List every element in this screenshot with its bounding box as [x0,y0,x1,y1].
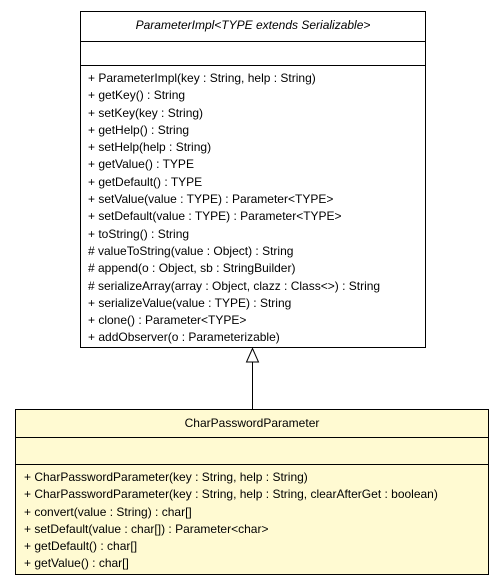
operation: + CharPasswordParameter(key : String, he… [24,470,308,484]
operation: # valueToString(value : Object) : String [88,243,294,258]
parameter-impl-class: ParameterImpl<TYPE extends Serializable>… [80,11,426,348]
operation: + setDefault(value : char[]) : Parameter… [24,521,269,536]
operation: + setHelp(help : String) [88,140,212,155]
operation: + setDefault(value : TYPE) : Parameter<T… [88,209,342,224]
char-password-parameter-class-name: CharPasswordParameter [184,416,320,430]
operation: + getHelp() : String [88,122,190,137]
operation: + getDefault() : TYPE [88,174,203,189]
operation: + setKey(key : String) [88,105,204,120]
char-password-parameter-class: CharPasswordParameter + CharPasswordPara… [15,409,489,575]
char-password-parameter-attributes-compartment [16,437,488,464]
operation: + getDefault() : char[] [24,539,138,554]
operation: + getValue() : char[] [24,556,129,571]
operation: + serializeValue(value : TYPE) : String [88,295,292,310]
parameter-impl-class-name: ParameterImpl<TYPE extends Serializable> [135,18,371,32]
operation: # serializeArray(array : Object, clazz :… [88,278,381,293]
operation: + getKey() : String [88,88,186,103]
operation: # append(o : Object, sb : StringBuilder) [88,261,296,276]
operation: + setValue(value : TYPE) : Parameter<TYP… [88,192,334,207]
operation: + ParameterImpl(key : String, help : Str… [88,71,316,85]
parameter-impl-operations-compartment: + ParameterImpl(key : String, help : Str… [81,65,425,347]
parameter-impl-attributes-compartment [81,41,425,65]
operation: + CharPasswordParameter(key : String, he… [24,487,438,502]
generalization-arrowhead-icon [245,347,260,363]
char-password-parameter-operations-compartment: + CharPasswordParameter(key : String, he… [16,464,488,573]
operation: + addObserver(o : Parameterizable) [88,330,280,345]
operation: + convert(value : String) : char[] [24,504,192,519]
operation: + clone() : Parameter<TYPE> [88,313,247,328]
operation: + getValue() : TYPE [88,157,194,172]
operation: + toString() : String [88,226,190,241]
